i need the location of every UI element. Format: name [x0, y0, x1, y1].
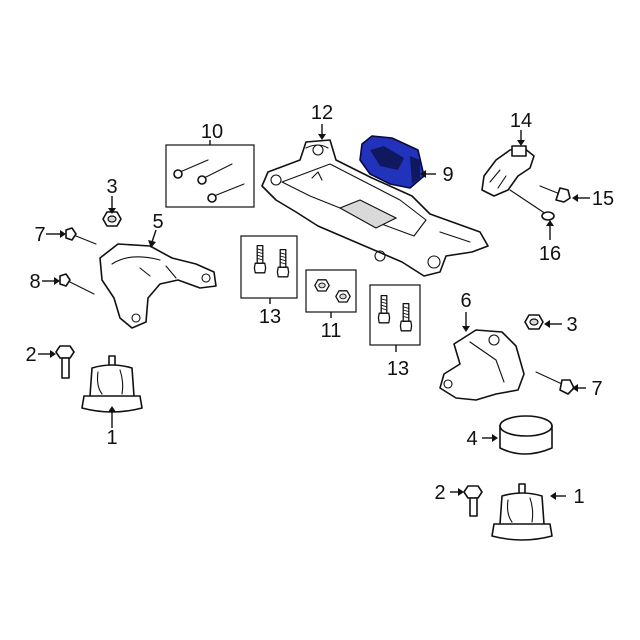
bolt-16 [509, 189, 555, 221]
callout-6: 6 [460, 290, 471, 312]
bracket-6 [439, 329, 525, 401]
bolt-15 [539, 185, 571, 203]
callout-12: 12 [311, 102, 333, 124]
rubber-bumper-4 [499, 415, 553, 455]
bolt-8 [59, 273, 95, 295]
callout-3-right: 3 [566, 314, 577, 336]
bolts-13-left [253, 244, 290, 278]
callout-16: 16 [539, 243, 561, 265]
nut-3-left [102, 211, 122, 227]
callout-14: 14 [510, 110, 532, 132]
engine-mount-1-left [81, 355, 143, 413]
bolts-10 [173, 159, 245, 203]
callout-3-left: 3 [106, 176, 117, 198]
callout-4: 4 [466, 428, 477, 450]
callout-7-right: 7 [591, 378, 602, 400]
bolts-13-right [377, 294, 413, 332]
callout-1-left: 1 [106, 427, 117, 449]
bolt-7-right [535, 371, 575, 395]
parts-box-13-right [369, 284, 421, 346]
callout-2-left: 2 [25, 344, 36, 366]
nuts-11 [314, 279, 351, 303]
subframe-crossmember [261, 139, 489, 277]
callout-13-right: 13 [387, 358, 409, 380]
bolt-2-left [55, 345, 75, 379]
parts-box-11 [305, 269, 357, 313]
callout-5: 5 [152, 211, 163, 233]
leader-lines [38, 124, 590, 500]
bolt-7-left [65, 227, 97, 245]
transmission-mount-highlighted [359, 135, 425, 189]
parts-box-13-left [240, 235, 298, 299]
bracket-14 [481, 145, 535, 197]
callout-10: 10 [201, 121, 223, 143]
callout-2-right: 2 [434, 482, 445, 504]
nut-3-right [524, 314, 544, 330]
callout-8: 8 [29, 271, 40, 293]
callout-11: 11 [321, 320, 342, 342]
callout-9: 9 [442, 164, 453, 186]
callout-15: 15 [592, 188, 614, 210]
engine-mount-1-right [491, 483, 553, 541]
callout-13-left: 13 [259, 306, 281, 328]
bolt-2-right [463, 485, 483, 517]
callout-7-left: 7 [34, 224, 45, 246]
bracket-5 [99, 243, 217, 329]
callout-1-right: 1 [573, 486, 584, 508]
